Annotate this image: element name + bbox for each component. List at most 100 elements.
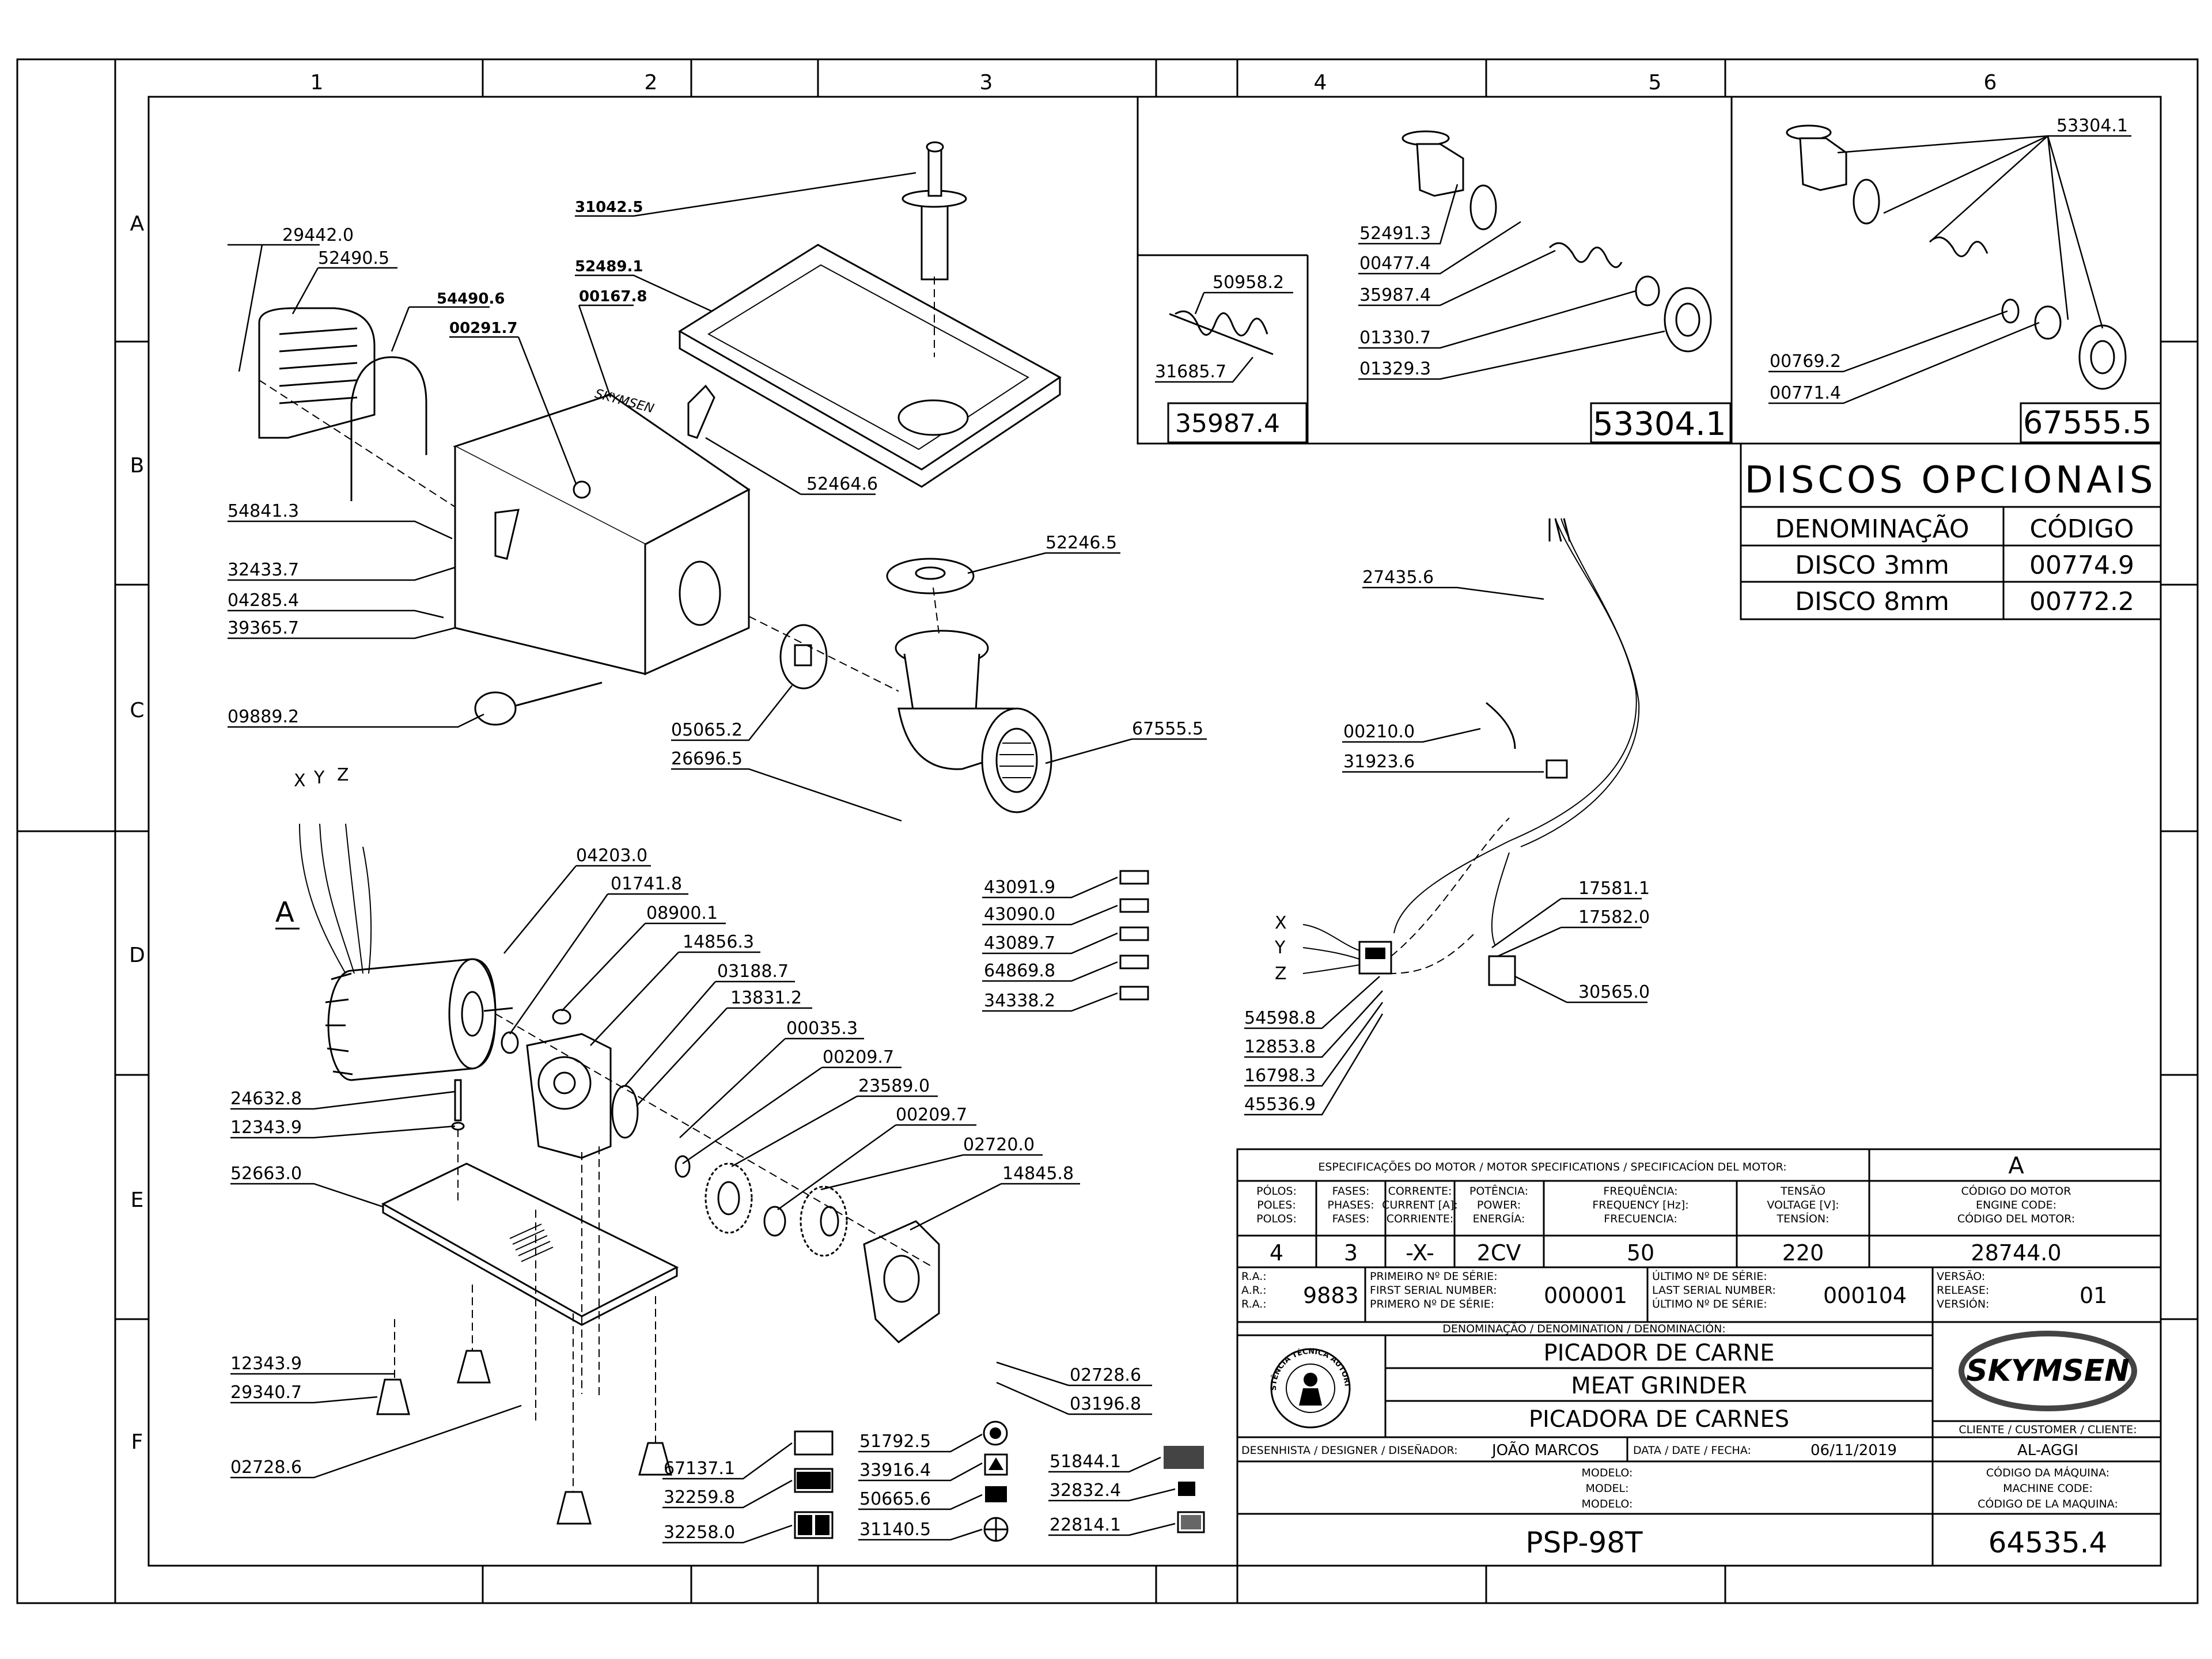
part-label: 31042.5 (575, 199, 643, 216)
motor-letter: A (2008, 1153, 2024, 1179)
grid-row-labels: A B C D E F (129, 212, 145, 1454)
poles-label-pt: PÓLOS: (1256, 1184, 1297, 1198)
part-label: 26696.5 (671, 749, 743, 769)
part-label: 31923.6 (1343, 752, 1415, 772)
part-label: 27435.6 (1362, 567, 1434, 588)
first-serial-label-en: FIRST SERIAL NUMBER: (1370, 1284, 1497, 1297)
part-label: 54598.8 (1244, 1008, 1316, 1028)
part-label: 00035.3 (786, 1018, 858, 1039)
electrical-drawings: X Y Z (1274, 518, 1640, 986)
voltage-value: 220 (1782, 1240, 1824, 1266)
discs-row-code: 00774.9 (2029, 551, 2134, 580)
seal-text: ASSISTÊNCIA TÉCNICA AUTORIZADA (0, 0, 1351, 1391)
designer-value: JOÃO MARCOS (1491, 1441, 1599, 1459)
motor-spec-header: ESPECIFICAÇÕES DO MOTOR / MOTOR SPECIFIC… (1318, 1160, 1786, 1173)
part-label: 67137.1 (664, 1459, 735, 1479)
model-label-en: MODEL: (1586, 1482, 1629, 1495)
part-label: 52246.5 (1046, 533, 1117, 553)
part-drawings: SKYMSEN (258, 141, 1205, 1542)
grid-col-3: 3 (980, 71, 993, 94)
discs-row-name: DISCO 3mm (1795, 551, 1949, 580)
date-label: DATA / DATE / FECHA: (1633, 1444, 1751, 1457)
grid-col-5: 5 (1649, 71, 1662, 94)
motor-wire-x-label: X (294, 771, 306, 791)
inset-code: 53304.1 (1593, 406, 1726, 443)
part-label: 31140.5 (859, 1520, 931, 1540)
part-label: 53304.1 (2056, 116, 2128, 136)
phases-label-es: FASES: (1332, 1213, 1370, 1225)
sticker-part-labels: 67137.1 32259.8 32258.0 51792.5 33916.4 … (664, 1431, 1121, 1543)
part-label: 09889.2 (228, 707, 299, 727)
part-label: 24632.8 (230, 1089, 302, 1109)
discs-row-code: 00772.2 (2029, 587, 2134, 616)
freq-label-en: FREQUENCY [Hz]: (1592, 1199, 1688, 1211)
client-label: CLIENTE / CUSTOMER / CLIENTE: (1959, 1423, 2137, 1436)
machine-code-label-en: MACHINE CODE: (2003, 1482, 2093, 1495)
poles-value: 4 (1270, 1240, 1283, 1266)
current-label-es: CORRIENTE: (1387, 1213, 1453, 1225)
leader-lines (228, 172, 1647, 1544)
part-label: 50665.6 (859, 1489, 931, 1509)
power-label-es: ENERGÍA: (1473, 1212, 1525, 1225)
version-label-es: VERSIÓN: (1937, 1297, 1989, 1310)
phases-label-pt: FASES: (1332, 1185, 1370, 1198)
part-label: 14845.8 (1002, 1164, 1074, 1184)
part-label: 08900.1 (646, 903, 718, 923)
first-serial-label-es: PRIMERO Nº DE SÉRIE: (1370, 1297, 1494, 1310)
part-label: 54490.6 (437, 290, 505, 308)
svg-text:ASSISTÊNCIA TÉCNICA AUTORIZADA: ASSISTÊNCIA TÉCNICA AUTORIZADA (0, 0, 1351, 1391)
grid-row-C: C (130, 699, 144, 722)
model-label-pt: MODELO: (1582, 1467, 1633, 1479)
part-label: 00167.8 (579, 288, 647, 305)
part-label: 12853.8 (1244, 1037, 1316, 1057)
product-name-en: MEAT GRINDER (1571, 1373, 1747, 1399)
part-label: 67555.5 (1132, 719, 1203, 739)
part-label: 32832.4 (1050, 1480, 1121, 1501)
grid-row-F: F (131, 1430, 143, 1454)
engine-code-value: 28744.0 (1971, 1240, 2061, 1266)
part-label: 13831.2 (730, 988, 802, 1008)
voltage-label-es: TENSÍON: (1776, 1212, 1829, 1225)
part-label: 52491.3 (1359, 224, 1431, 244)
part-label: 17582.0 (1578, 907, 1650, 927)
part-label: 64869.8 (984, 961, 1055, 981)
brand-logo-text: SKYMSEN (1966, 1354, 2130, 1388)
part-label: 05065.2 (671, 720, 743, 740)
engine-code-label-en: ENGINE CODE: (1976, 1199, 2056, 1211)
part-label: 00209.7 (823, 1047, 894, 1067)
discs-row-name: DISCO 8mm (1795, 587, 1949, 616)
part-label: 00291.7 (449, 320, 517, 337)
part-label: 52464.6 (806, 474, 878, 494)
frequency-value: 50 (1627, 1240, 1654, 1266)
ra-label-en: A.R.: (1241, 1284, 1267, 1297)
engine-code-label-es: CÓDIGO DEL MOTOR: (1957, 1211, 2075, 1225)
discs-col-code: CÓDIGO (2030, 513, 2134, 544)
poles-label-en: POLES: (1257, 1199, 1296, 1211)
power-label-en: POWER: (1477, 1199, 1521, 1211)
last-serial-label-es: ÚLTIMO Nº DE SÉRIE: (1652, 1297, 1767, 1310)
part-label: 43091.9 (984, 877, 1055, 897)
motor-wire-z-label: Z (337, 765, 349, 785)
part-label: 02720.0 (963, 1135, 1035, 1155)
last-serial-value: 000104 (1823, 1283, 1907, 1308)
part-label: 02728.6 (1070, 1365, 1141, 1385)
part-label: 00771.4 (1770, 383, 1841, 403)
part-label: 16798.3 (1244, 1066, 1316, 1086)
version-label-en: RELEASE: (1937, 1284, 1989, 1297)
phases-value: 3 (1344, 1240, 1358, 1266)
part-label: 30565.0 (1578, 982, 1650, 1002)
grid-column-labels: 1 2 3 4 5 6 (310, 71, 1997, 94)
part-label: 32433.7 (228, 560, 299, 580)
grid-col-2: 2 (645, 71, 658, 94)
part-label: 43089.7 (984, 933, 1055, 953)
product-name-pt: PICADOR DE CARNE (1543, 1340, 1774, 1366)
part-label: 35987.4 (1359, 285, 1431, 305)
grid-col-4: 4 (1314, 71, 1327, 94)
wire-x-label: X (1275, 913, 1287, 933)
ra-value: 9883 (1303, 1283, 1359, 1308)
part-label: 52663.0 (230, 1164, 302, 1184)
poles-label-es: POLOS: (1256, 1213, 1297, 1225)
version-label-pt: VERSÃO: (1937, 1270, 1985, 1283)
version-value: 01 (2080, 1283, 2107, 1308)
part-label: 12343.9 (230, 1118, 302, 1138)
